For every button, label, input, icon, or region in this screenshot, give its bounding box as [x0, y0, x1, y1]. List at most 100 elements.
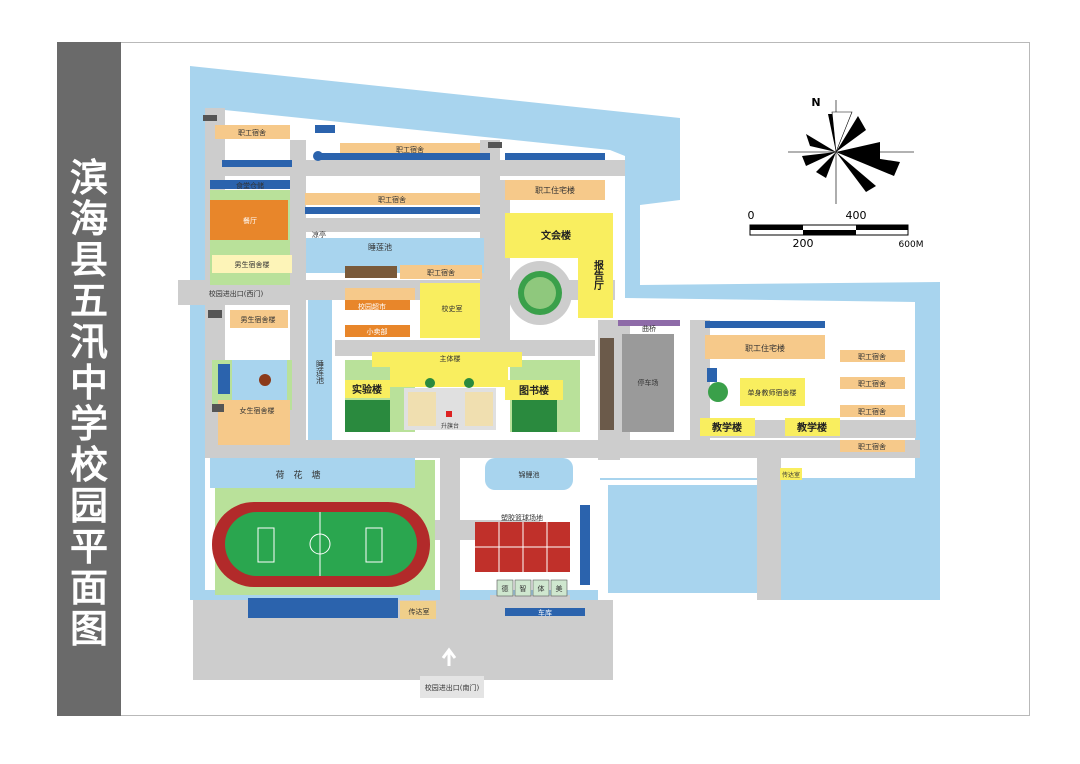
label-staff-dorm-f: 职工宿舍 [858, 379, 886, 388]
main-building-wing [390, 362, 508, 387]
title-char-7: 校 [69, 442, 108, 487]
label-south-garage: 车库 [538, 608, 552, 617]
south-gate-box [420, 676, 484, 698]
label-parking-lot: 停车场 [638, 378, 659, 387]
west-post-2 [212, 404, 224, 412]
flagpole [446, 411, 452, 417]
title-char-4: 汛 [69, 319, 108, 364]
label-staff-dorm-g: 职工宿舍 [858, 407, 886, 416]
label-staff-dorm-a: 职工宿舍 [238, 128, 266, 137]
plaza-tile-left [408, 392, 436, 426]
title-char-0: 滨 [69, 155, 108, 200]
label-basketball: 塑胶篮球场地 [501, 513, 543, 522]
label-staff-dorm-c: 职工宿舍 [378, 195, 406, 204]
lotus-pond-w [308, 300, 332, 440]
label-flag-platform: 升旗台 [441, 422, 459, 430]
compass-rose [788, 100, 914, 204]
label-culture-hall: 文会楼 [541, 229, 571, 242]
lib-lawn [512, 400, 557, 432]
goal-box-right [365, 527, 383, 563]
title-char-1: 海 [69, 196, 108, 241]
basketball-courts [475, 522, 570, 572]
se-pond [608, 485, 778, 593]
title-char-6: 学 [69, 401, 108, 446]
label-scale-0: 0 [748, 209, 755, 222]
plaza-tile-right [465, 392, 493, 426]
round-kiosk [313, 151, 323, 161]
label-history-room: 校史室 [442, 304, 463, 313]
label-boys-dorm: 男生宿舍楼 [235, 260, 270, 269]
goal-box-left [257, 527, 275, 563]
label-staff-housing-2: 职工住宅楼 [745, 343, 785, 353]
label-lotus-pond-w: 睡莲池 [316, 360, 325, 384]
title-char-2: 县 [69, 237, 108, 282]
staff-housing-2 [705, 335, 825, 359]
center-circle [309, 533, 331, 555]
brocade-pond [485, 458, 573, 490]
garden-booth [218, 364, 230, 394]
corner-post [203, 115, 217, 121]
label-motto-1: 德 [502, 584, 509, 593]
covered-walk [600, 338, 614, 430]
title-char-3: 五 [69, 278, 108, 323]
label-motto-2: 智 [520, 584, 527, 593]
label-boys-dorm-2: 男生宿舍楼 [241, 315, 276, 324]
label-scale-200: 200 [793, 237, 814, 250]
title-char-10: 面 [69, 565, 108, 610]
label-staff-dorm-h: 职工宿舍 [858, 442, 886, 451]
east-garden [708, 382, 728, 402]
garden-sculpture [259, 374, 271, 386]
label-single-teacher-dorm: 单身教师宿舍楼 [748, 388, 797, 397]
label-motto-4: 美 [556, 584, 563, 593]
west-post [208, 310, 222, 318]
label-dining-hall: 餐厅 [243, 216, 257, 225]
north-arrow-road [441, 647, 457, 666]
label-girls-dorm: 女生宿舍楼 [240, 406, 275, 415]
title-char-5: 中 [69, 360, 108, 405]
buildings-teaching [345, 213, 840, 436]
boys-dorm-block [212, 255, 292, 273]
label-scale-600: 600M [899, 240, 924, 250]
scale-bar [749, 224, 909, 236]
label-scale-400: 400 [846, 209, 867, 222]
title-bar: 滨海县五汛中学校园平面图 [57, 42, 121, 716]
label-main-building: 主体楼 [440, 354, 461, 363]
label-guard-room: 传达室 [409, 607, 430, 616]
garages [210, 125, 825, 618]
label-library: 图书楼 [519, 384, 549, 397]
east-booth [707, 368, 717, 382]
label-orange-1: 校园超市 [358, 302, 386, 311]
label-teaching-1: 教学楼 [711, 421, 742, 434]
title-char-8: 园 [69, 483, 108, 528]
label-west-gate: 校园进出口(西门) [209, 289, 264, 298]
label-qu-bridge: 曲桥 [642, 324, 656, 333]
tree-right [464, 378, 474, 388]
label-teaching-2: 教学楼 [796, 421, 827, 434]
soccer-field [225, 512, 417, 576]
label-pavilion: 凉亭 [312, 230, 326, 239]
guard-room [400, 601, 436, 619]
label-canteen-warehouse: 食堂仓储 [236, 181, 264, 190]
motto-blocks [496, 579, 568, 597]
qu-bridge [618, 320, 680, 326]
east-guard-room [780, 468, 802, 480]
title-char-11: 图 [69, 606, 108, 651]
label-motto-3: 体 [538, 584, 545, 593]
label-report-hall: 报告厅 [592, 259, 604, 291]
orange-bldg-2 [345, 325, 410, 337]
label-south-gate: 校园进出口(南门) [425, 683, 480, 692]
title-char-9: 平 [69, 524, 108, 569]
label-staff-dorm-d: 职工宿舍 [427, 268, 455, 277]
east-pond [790, 485, 940, 597]
label-brocade-pond: 锦鲤池 [519, 470, 540, 479]
map-title: 滨海县五汛中学校园平面图 [57, 157, 121, 649]
roundabout-center [524, 277, 556, 309]
label-lab-building: 实验楼 [352, 383, 382, 396]
orange-bldg-1 [345, 300, 410, 310]
gate-post [488, 142, 502, 148]
label-lotus-pond-n: 睡莲池 [368, 242, 392, 252]
label-staff-dorm-e: 职工宿舍 [858, 352, 886, 361]
label-east-guard: 传达室 [782, 471, 800, 479]
label-north: N [811, 96, 820, 109]
